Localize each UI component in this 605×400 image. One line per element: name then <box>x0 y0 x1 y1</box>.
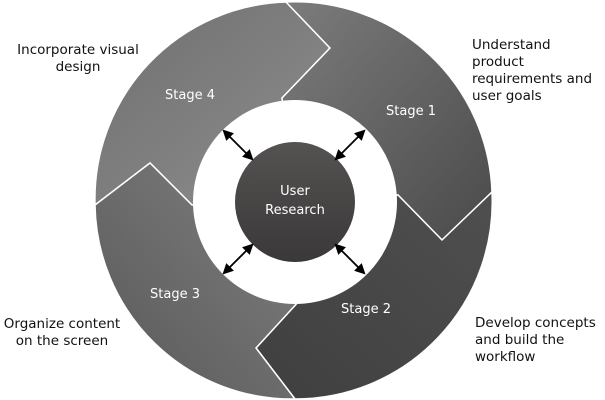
stage-2-note-line: Develop concepts <box>475 315 596 331</box>
arrow-stage-2 <box>334 243 366 275</box>
center-circle <box>235 142 355 262</box>
stage-4-note-line: design <box>55 59 101 75</box>
stage-3-note-line: on the screen <box>15 333 109 349</box>
stage-3-note: Organize content on the screen <box>2 316 122 350</box>
arrow-stage-3 <box>222 243 254 275</box>
stage-2-note-line: and build the <box>475 332 565 348</box>
stage-1-label: Stage 1 <box>386 104 436 119</box>
stage-2-note-line: workflow <box>475 349 536 365</box>
stage-2-note: Develop concepts and build the workflow <box>475 315 603 366</box>
center-label-line2: Research <box>265 203 325 218</box>
stage-1-note-line: requirements and <box>472 71 593 87</box>
arrow-stage-4 <box>222 129 254 161</box>
stage-4-note: Incorporate visual design <box>8 42 148 76</box>
center-label-line1: User <box>280 184 310 199</box>
stage-2-label: Stage 2 <box>341 302 391 317</box>
stage-1-note-line: user goals <box>472 88 542 104</box>
arrow-stage-1 <box>334 129 366 161</box>
stage-4-label: Stage 4 <box>165 88 215 103</box>
stage-3-note-line: Organize content <box>3 316 121 332</box>
stage-4-note-line: Incorporate visual <box>17 42 139 58</box>
stage-3-label: Stage 3 <box>150 287 200 302</box>
stage-1-note-line: Understand product <box>472 37 551 70</box>
stage-1-note: Understand product requirements and user… <box>472 37 602 105</box>
